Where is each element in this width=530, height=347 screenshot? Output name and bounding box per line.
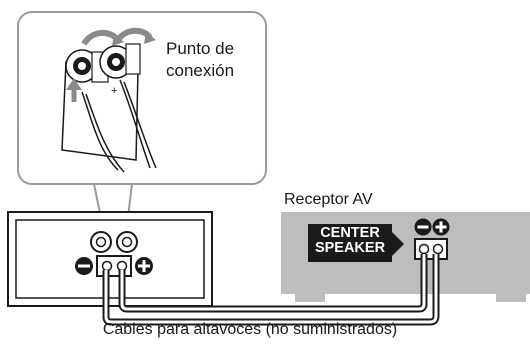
speaker-cables <box>102 254 440 326</box>
polarity-plus-mark: + <box>111 85 118 97</box>
center-speaker-badge <box>308 224 404 262</box>
av-receiver <box>281 212 530 302</box>
binding-post-illustration <box>61 27 157 173</box>
receiver-title: Receptor AV <box>284 191 373 208</box>
speaker-plus-icon <box>135 257 153 275</box>
receiver-plus-icon <box>432 218 450 236</box>
speaker-minus-icon <box>75 257 93 275</box>
speaker-unit <box>7 211 213 307</box>
receiver-minus-icon <box>414 218 432 236</box>
connection-point-label: Punto de conexión <box>166 39 235 80</box>
cable-caption: Cables para altavoces (no suministrados) <box>102 321 398 338</box>
center-speaker-label: CENTER SPEAKER <box>314 225 386 256</box>
